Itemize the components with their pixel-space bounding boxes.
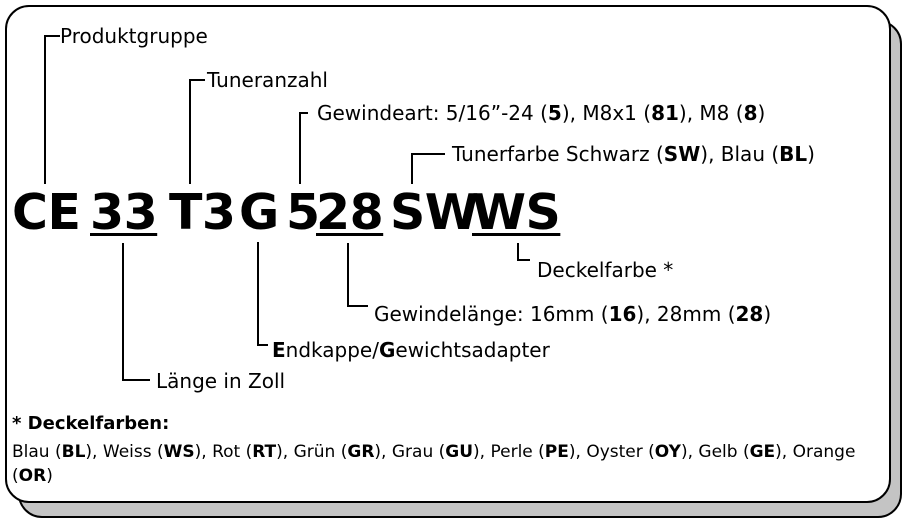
connector-gewindelaenge xyxy=(347,243,368,307)
legend-item: Weiss (WS), xyxy=(102,442,213,462)
code-thread-type: 5 xyxy=(286,184,320,241)
connector-laenge xyxy=(122,243,150,381)
label-tuneranzahl: Tuneranzahl xyxy=(207,68,328,92)
label-produktgruppe: Produktgruppe xyxy=(60,24,208,48)
legend-item-code: BL xyxy=(61,442,86,462)
legend-item-code: GU xyxy=(445,442,474,462)
label-endkappe: Endkappe/Gewichtsadapter xyxy=(272,338,550,362)
legend-item: Orange (OR) xyxy=(12,442,856,486)
legend-item-name: Oyster ( xyxy=(586,442,655,462)
legend-item: Grün (GR), xyxy=(293,442,392,462)
legend-item-name: Gelb ( xyxy=(698,442,750,462)
legend-item-code: GR xyxy=(347,442,375,462)
connector-gewindeart xyxy=(299,112,308,184)
legend-item: Blau (BL), xyxy=(12,442,103,462)
legend-item: Perle (PE), xyxy=(490,442,587,462)
legend-item: Oyster (OY), xyxy=(586,442,699,462)
connector-produktgruppe xyxy=(44,35,60,184)
code-thread-length: 28 xyxy=(316,184,384,241)
legend-item-name: Grün ( xyxy=(293,442,348,462)
legend-item-name: Grau ( xyxy=(391,442,446,462)
connector-endkappe xyxy=(257,242,268,346)
connector-tunerfarbe xyxy=(411,153,445,184)
legend-item: Grau (GU), xyxy=(391,442,491,462)
code-endcap: G xyxy=(239,184,279,241)
legend-item-code: PE xyxy=(544,442,569,462)
legend-item-name: Rot ( xyxy=(212,442,253,462)
legend-item-code: GE xyxy=(749,442,776,462)
legend-item-name: Blau ( xyxy=(12,442,62,462)
legend-item-code: RT xyxy=(252,442,277,462)
legend-item: Gelb (GE), xyxy=(698,442,793,462)
legend-item-name: Weiss ( xyxy=(102,442,164,462)
code-ce: CE xyxy=(12,184,81,241)
legend-title: * Deckelfarben: xyxy=(12,413,170,434)
legend-item-name: Perle ( xyxy=(490,442,545,462)
label-tunerfarbe: Tunerfarbe Schwarz (SW), Blau (BL) xyxy=(452,142,815,166)
code-length: 33 xyxy=(90,184,158,241)
code-tuner-count: T3 xyxy=(169,184,236,241)
label-gewindeart: Gewindeart: 5/16”-24 (5), M8x1 (81), M8 … xyxy=(317,101,766,125)
legend-item-name: Orange ( xyxy=(12,442,856,486)
connector-deckelfarbe xyxy=(517,243,530,261)
diagram-card xyxy=(5,5,891,503)
legend-item: Rot (RT), xyxy=(212,442,294,462)
code-cap-color: WS xyxy=(472,184,561,241)
legend-item-code: OR xyxy=(18,466,47,486)
code-tuner-color: SW xyxy=(390,184,479,241)
label-gewindelaenge: Gewindelänge: 16mm (16), 28mm (28) xyxy=(374,302,772,326)
label-laenge: Länge in Zoll xyxy=(156,369,286,393)
legend-item-code: WS xyxy=(163,442,195,462)
connector-tuneranzahl xyxy=(189,79,205,184)
legend-item-code: OY xyxy=(654,442,681,462)
legend-list: Blau (BL), Weiss (WS), Rot (RT), Grün (G… xyxy=(12,440,897,488)
label-deckelfarbe: Deckelfarbe * xyxy=(537,258,674,282)
